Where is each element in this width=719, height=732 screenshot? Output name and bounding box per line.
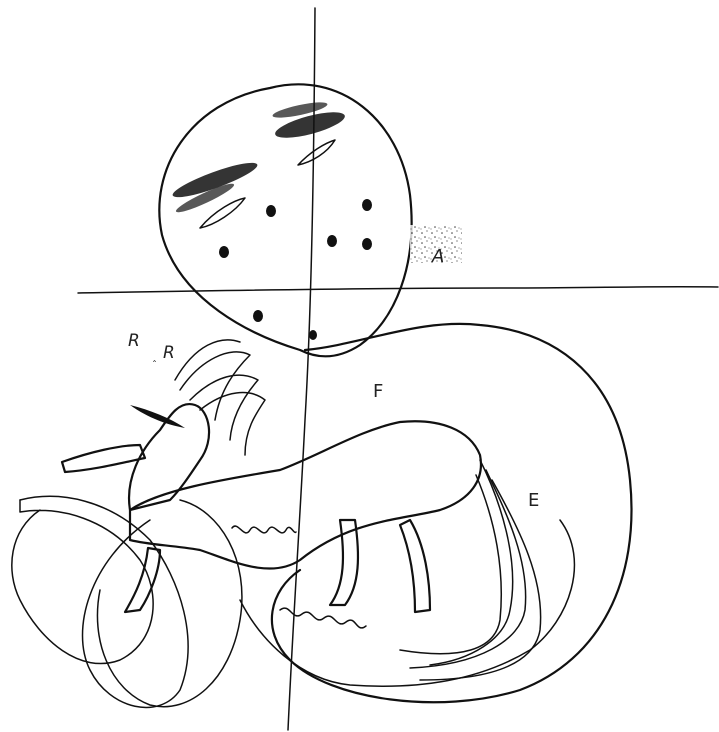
small-caret: ˆ <box>152 359 157 371</box>
label-r2: R <box>163 343 175 363</box>
label-r1: R <box>128 331 140 351</box>
lasso-loop <box>272 324 632 702</box>
snout-tube <box>62 445 145 472</box>
right-eye <box>298 140 335 165</box>
animal-body <box>130 421 481 568</box>
circle-dots <box>219 199 372 340</box>
label-e: E <box>528 490 539 511</box>
animal-legs <box>125 520 430 612</box>
mane-lines <box>175 340 265 455</box>
circle-hair-texture <box>170 99 347 216</box>
label-f: F <box>373 381 383 402</box>
horizon-line <box>78 287 718 293</box>
label-a: A <box>431 246 444 267</box>
loose-loops <box>12 496 575 707</box>
coil-spring-upper <box>232 526 296 533</box>
